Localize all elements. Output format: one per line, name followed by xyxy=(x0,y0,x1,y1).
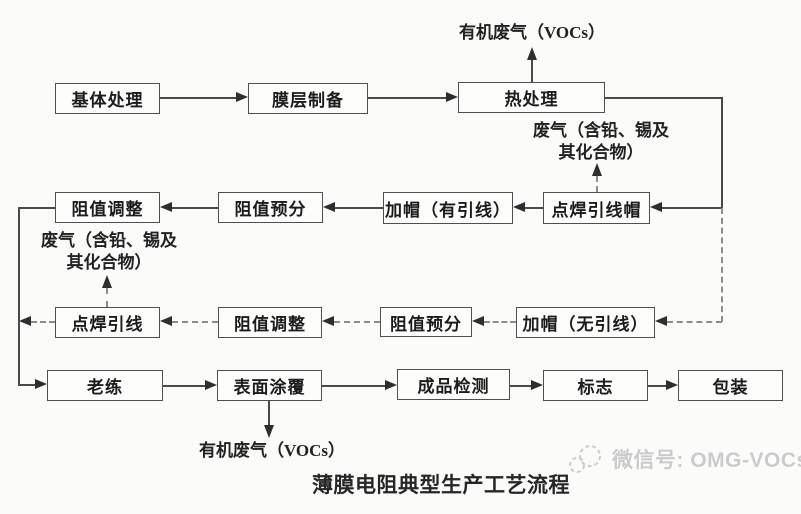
arrowhead-right xyxy=(446,92,458,102)
line xyxy=(605,97,723,99)
arrowhead-left xyxy=(323,202,335,212)
line xyxy=(334,321,380,323)
line xyxy=(18,207,20,385)
line xyxy=(721,97,723,208)
line xyxy=(322,385,386,387)
node-marking: 标志 xyxy=(543,370,648,401)
node-resistance-preselect-2: 阻值预分 xyxy=(380,307,472,337)
line xyxy=(525,207,543,209)
line xyxy=(18,207,55,209)
node-resistance-adjust-2: 阻值调整 xyxy=(218,307,322,338)
node-surface-coating: 表面涂覆 xyxy=(217,370,322,401)
line xyxy=(106,288,108,307)
arrowhead-down xyxy=(264,425,274,438)
line xyxy=(31,321,55,323)
arrowhead-right xyxy=(531,380,543,390)
line xyxy=(510,385,532,387)
node-capping-without-leads: 加帽（无引线） xyxy=(516,307,655,338)
arrowhead-left xyxy=(650,202,662,212)
arrowhead-up xyxy=(102,275,112,288)
label-waste-gas-left: 废气（含铅、锡及 其化合物） xyxy=(28,230,190,274)
node-capping-with-leads: 加帽（有引线） xyxy=(383,192,513,224)
watermark-text: 微信号: OMG-VOCs xyxy=(612,449,801,472)
line xyxy=(335,207,383,209)
node-heat-treatment: 热处理 xyxy=(458,82,605,113)
node-final-inspection: 成品检测 xyxy=(397,369,510,400)
node-spot-weld-leads: 点焊引线 xyxy=(55,307,160,338)
arrowhead-up xyxy=(527,47,537,60)
line xyxy=(172,207,218,209)
line xyxy=(160,97,237,99)
arrowhead-left xyxy=(513,202,525,212)
label-waste-gas-top: 废气（含铅、锡及 其化合物） xyxy=(520,120,682,164)
arrowhead-right xyxy=(666,380,678,390)
arrowhead-left xyxy=(322,316,334,326)
node-film-preparation: 膜层制备 xyxy=(248,83,368,114)
line xyxy=(163,385,206,387)
label-waste-gas-top-line2: 其化合物） xyxy=(558,143,644,162)
line xyxy=(172,321,218,323)
wechat-icon xyxy=(566,444,608,481)
node-packaging: 包装 xyxy=(678,370,783,401)
line xyxy=(721,208,723,322)
arrowhead-left xyxy=(160,316,172,326)
line xyxy=(667,321,722,323)
arrowhead-right xyxy=(205,380,217,390)
line xyxy=(662,207,722,209)
arrowhead-right xyxy=(35,379,47,389)
line xyxy=(484,321,516,323)
line xyxy=(18,384,35,386)
line xyxy=(368,97,446,99)
line xyxy=(268,401,270,425)
label-waste-gas-top-line1: 废气（含铅、锡及 xyxy=(533,121,669,140)
line xyxy=(596,176,598,192)
arrowhead-right xyxy=(385,380,397,390)
node-resistance-adjust-1: 阻值调整 xyxy=(55,192,160,223)
arrowhead-left xyxy=(472,316,484,326)
node-aging: 老练 xyxy=(47,370,163,401)
diagram-title: 薄膜电阻典型生产工艺流程 xyxy=(312,473,570,497)
label-waste-gas-left-line1: 废气（含铅、锡及 xyxy=(41,231,177,250)
line xyxy=(531,60,533,82)
node-spot-weld-lead-cap: 点焊引线帽 xyxy=(543,192,650,224)
arrowhead-left xyxy=(160,202,172,212)
arrowhead-right xyxy=(236,92,248,102)
label-vocs-exhaust-bottom: 有机废气（VOCs） xyxy=(199,441,346,460)
line xyxy=(648,385,667,387)
label-waste-gas-left-line2: 其化合物） xyxy=(66,253,152,272)
arrowhead-left xyxy=(19,316,31,326)
label-vocs-exhaust-top: 有机废气（VOCs） xyxy=(459,23,606,42)
arrowhead-up xyxy=(592,163,602,176)
node-substrate-treatment: 基体处理 xyxy=(55,83,160,114)
arrowhead-left xyxy=(655,316,667,326)
node-resistance-preselect-1: 阻值预分 xyxy=(218,192,323,223)
